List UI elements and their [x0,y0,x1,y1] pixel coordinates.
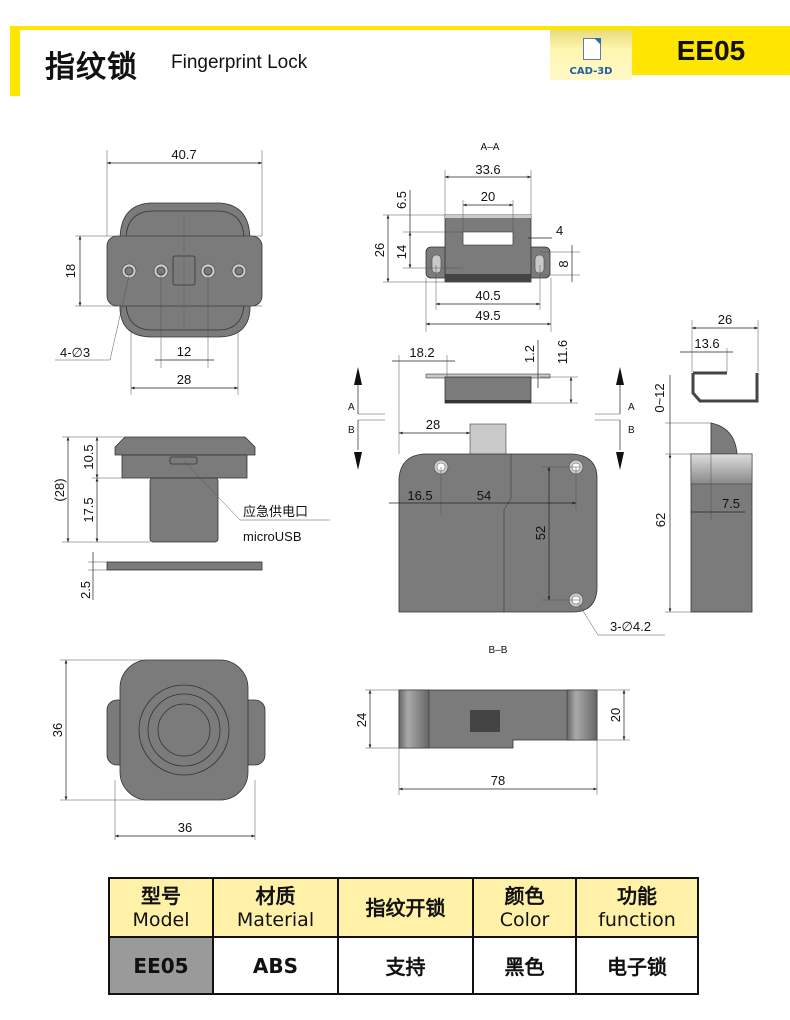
bottom-view [60,659,266,840]
cell-fingerprint: 支持 [337,936,474,995]
dim-strike-height: 11.6 [555,340,570,364]
right-side-view [665,320,759,613]
section-mark-a-left: A [348,402,355,413]
dim-aa-slot: 8 [556,260,571,267]
header-material-en: Material [236,908,315,931]
callout-usb-cn: 应急供电口 [243,504,308,520]
dim-plate: 2.5 [78,581,93,599]
cell-color: 黑色 [472,936,577,995]
cad-3d-label: CAD-3D [569,66,613,77]
model-badge-text: EE05 [676,35,746,66]
dim-side-cap: 10.5 [81,444,96,469]
callout-usb-en: microUSB [243,529,302,544]
section-bb-label: B–B [489,645,508,656]
dim-aa-overall: 49.5 [475,308,500,323]
cell-function: 电子锁 [575,936,699,995]
section-arrows [354,367,624,470]
dim-front-pitch-outer: 28 [177,372,191,387]
dim-hole-pitch-x: 54 [477,488,491,503]
dim-bottom-width: 36 [178,820,192,835]
dim-side-cylinder: 17.5 [81,497,96,522]
section-mark-b-left: B [348,425,355,436]
document-icon [583,38,601,60]
header-accent-line [10,26,790,30]
dim-bracket-inner: 13.6 [694,336,719,351]
section-mark-b-right: B [628,425,635,436]
header-color-cn: 颜色 [504,883,545,908]
header-fingerprint-cn: 指纹开锁 [365,895,446,920]
section-bb-view [365,689,630,795]
header-function-cn: 功能 [617,883,657,908]
dim-bottom-height: 36 [50,723,65,737]
technical-drawing: 40.7 18 4-∅3 12 28 (28) 10.5 17.5 应急供电口 … [50,142,759,840]
dim-adjust: 0~12 [652,383,667,412]
dim-aa-pitch: 40.5 [475,288,500,303]
dim-right-height: 62 [653,513,668,527]
model-badge: EE05 [632,30,790,75]
side-view [62,436,330,600]
dim-bb-height: 24 [354,713,369,727]
dim-hole-pitch-y: 52 [533,526,548,540]
cell-material: ABS [212,936,339,995]
dim-aa-tab: 4 [556,223,563,238]
dim-front-holes: 4-∅3 [60,345,90,360]
header-accent-bar [10,26,20,96]
dim-bb-height2: 20 [608,708,623,722]
header-function-en: function [598,908,676,931]
header-color-en: Color [499,908,550,931]
dim-hole-x: 16.5 [407,488,432,503]
page-title: 指纹锁 [45,50,138,85]
dim-side-total: (28) [52,478,67,501]
header-model-cn: 型号 [141,883,181,908]
dim-main-holes: 3-∅4.2 [610,619,651,634]
cell-model: EE05 [108,936,214,995]
strike-side-view [392,340,578,454]
dim-front-width: 40.7 [171,147,196,162]
dim-bb-length: 78 [491,773,505,788]
dim-aa-w1: 33.6 [475,162,500,177]
dim-front-height: 18 [63,264,78,278]
page-subtitle: Fingerprint Lock [171,52,308,73]
cad-3d-button[interactable]: CAD-3D [550,30,632,80]
dim-front-pitch-inner: 12 [177,344,191,359]
section-aa-view [383,170,580,332]
dim-strike-thick: 1.2 [522,345,537,363]
dim-aa-h-top: 6.5 [394,191,409,209]
dim-strike-offset: 18.2 [409,345,434,360]
front-view [55,150,263,395]
dim-bolt-offset: 28 [426,417,440,432]
dim-aa-h-total: 26 [372,243,387,257]
table-row: EE05 ABS 支持 黑色 电子锁 [108,936,699,995]
header-fingerprint: 指纹开锁 [337,877,474,938]
main-body-view [389,423,665,636]
header-material-cn: 材质 [255,883,296,908]
dim-aa-h-win: 14 [394,245,409,259]
header-model-en: Model [132,908,190,931]
section-aa-label: A–A [481,142,500,153]
dim-aa-w2: 20 [481,189,495,204]
section-mark-a-right: A [628,402,635,413]
dim-bracket-width: 26 [718,312,732,327]
dim-bolt: 7.5 [722,496,740,511]
